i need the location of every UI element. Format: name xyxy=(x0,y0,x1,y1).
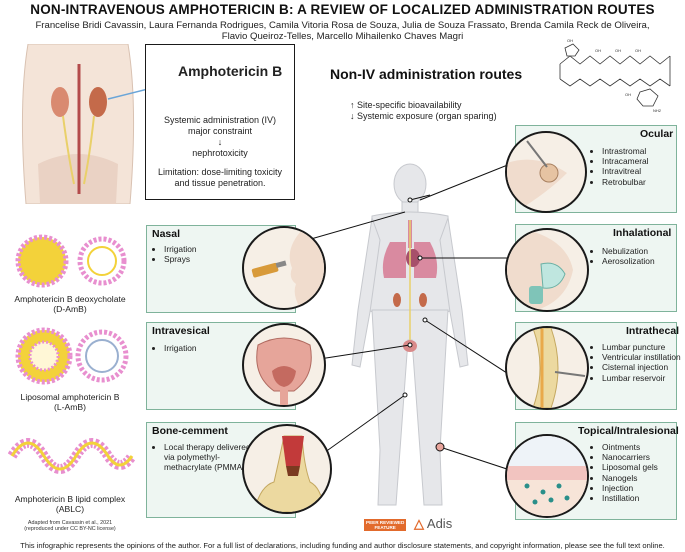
routes-title: Non-IV administration routes xyxy=(330,66,523,82)
page-title: NON-INTRAVENOUS AMPHOTERICIN B: A REVIEW… xyxy=(30,2,655,17)
bone-cement-title: Bone-cemment xyxy=(152,425,228,437)
eye-syringe-icon xyxy=(507,140,567,211)
publisher-logo: △ Adis xyxy=(414,516,452,532)
systemic-line-2: major constraint xyxy=(187,126,253,136)
topical-title: Topical/Intralesional xyxy=(578,425,679,437)
formulation-abbr: (L-AmB) xyxy=(54,402,86,412)
skin-illustration xyxy=(505,434,589,518)
kidney-icon xyxy=(51,87,107,117)
formulation-label-ablc: Amphotericin B lipid complex (ABLC) xyxy=(0,494,140,514)
list-item: Retrobulbar xyxy=(602,177,682,187)
nebulizer-mask-icon xyxy=(507,230,573,310)
limitation-line-1: Limitation: dose-limiting toxicity xyxy=(157,167,283,177)
svg-text:OH: OH xyxy=(567,38,573,43)
list-item: Ointments xyxy=(602,442,685,452)
intrathecal-title: Intrathecal xyxy=(626,325,680,337)
svg-text:OH: OH xyxy=(615,48,621,53)
svg-text:NH2: NH2 xyxy=(653,108,662,113)
svg-text:OH: OH xyxy=(595,48,601,53)
bladder-illustration xyxy=(242,323,326,407)
bladder-icon xyxy=(256,337,312,405)
formulation-label-damb: Amphotericin B deoxycholate (D-AmB) xyxy=(0,294,140,314)
list-item: Nanogels xyxy=(602,473,685,483)
list-item: Instillation xyxy=(602,493,685,503)
lipid-complex-icon xyxy=(8,438,136,474)
adapted-line-1: Adapted from Cavassin et al., 2021 xyxy=(27,520,113,526)
list-item: Intravitreal xyxy=(602,166,682,176)
nasal-title: Nasal xyxy=(152,228,181,240)
list-item: Ventricular instillation xyxy=(602,352,685,362)
list-item: Intrastromal xyxy=(602,146,682,156)
publisher-triangle-icon: △ xyxy=(414,516,424,531)
list-item: Nebulization xyxy=(602,246,685,256)
systemic-constraint: Systemic administration (IV) major const… xyxy=(146,115,294,159)
adapted-credit: Adapted from Cavassin et al., 2021 (repr… xyxy=(0,520,140,533)
inhalational-items: Nebulization Aerosolization xyxy=(590,246,685,266)
ocular-items: Intrastromal Intracameral Intravitreal R… xyxy=(590,146,682,187)
author-list: Francelise Bridi Cavassin, Laura Fernand… xyxy=(10,20,675,42)
spray-bottle-icon xyxy=(251,228,324,308)
list-item: Lumbar reservoir xyxy=(602,373,685,383)
list-item: Aerosolization xyxy=(602,256,685,266)
liposome-icon xyxy=(15,327,129,385)
list-item: Cisternal injection xyxy=(602,362,685,372)
amphotericin-card: Amphotericin B Systemic administration (… xyxy=(145,44,295,200)
badge-line-2: FEATURE xyxy=(374,525,396,530)
spine-illustration xyxy=(505,326,589,410)
formulation-name: Liposomal amphotericin B xyxy=(20,392,120,402)
list-item: Injection xyxy=(602,483,685,493)
list-item: Intracameral xyxy=(602,156,682,166)
bone-icon xyxy=(253,435,325,512)
routes-effects: ↑ Site-specific bioavailability ↓ System… xyxy=(350,100,497,122)
list-item: Irrigation xyxy=(164,244,254,254)
nephrotoxicity-text: nephrotoxicity xyxy=(192,148,248,158)
intravesical-items: Irrigation xyxy=(152,343,254,353)
systemic-line-1: Systemic administration (IV) xyxy=(163,115,277,125)
spine-syringe-icon xyxy=(532,328,586,408)
list-item: Nanocarriers xyxy=(602,452,685,462)
formulation-abbr: (D-AmB) xyxy=(53,304,87,314)
list-item: Local therapy delivered via polymethyl-m… xyxy=(164,442,252,473)
ocular-title: Ocular xyxy=(640,128,674,140)
intrathecal-items: Lumbar puncture Ventricular instillation… xyxy=(590,342,685,383)
footer-disclaimer: This infographic represents the opinions… xyxy=(20,541,665,550)
formulation-abbr: (ABLC) xyxy=(55,504,85,514)
svg-text:OH: OH xyxy=(625,92,631,97)
eye-illustration xyxy=(505,131,587,213)
bone-illustration xyxy=(242,424,332,514)
limitation-line-2: and tissue penetration. xyxy=(174,178,266,188)
bone-cement-items: Local therapy delivered via polymethyl-m… xyxy=(152,442,252,473)
molecule-structure-icon: OH OH OH OH NH2 OH xyxy=(559,38,671,113)
authors-line-2: Flavio Queiroz-Telles, Marcello Mihailen… xyxy=(221,31,464,42)
down-arrow: ↓ xyxy=(217,137,223,147)
inhalational-title: Inhalational xyxy=(613,227,672,239)
drug-name: Amphotericin B xyxy=(178,63,283,79)
peer-reviewed-badge: PEER REVIEWED FEATURE xyxy=(364,519,407,531)
nasal-items: Irrigation Sprays xyxy=(152,244,254,264)
list-item: Irrigation xyxy=(164,343,254,353)
human-body-icon xyxy=(351,163,469,506)
deoxycholate-micelle-icon xyxy=(15,234,127,288)
limitation-note: Limitation: dose-limiting toxicity and t… xyxy=(146,167,294,189)
intravesical-title: Intravesical xyxy=(152,325,210,337)
formulation-name: Amphotericin B lipid complex xyxy=(14,494,126,504)
authors-line-1: Francelise Bridi Cavassin, Laura Fernand… xyxy=(35,20,650,31)
publisher-name: Adis xyxy=(426,516,453,531)
list-item: Lumbar puncture xyxy=(602,342,685,352)
badge-line-1: PEER REVIEWED xyxy=(366,520,405,525)
bioavailability-up: ↑ Site-specific bioavailability xyxy=(350,100,462,110)
nasal-spray-illustration xyxy=(242,226,326,310)
abdomen-kidney-illustration xyxy=(21,44,148,204)
list-item: Liposomal gels xyxy=(602,462,685,472)
topical-items: Ointments Nanocarriers Liposomal gels Na… xyxy=(590,442,685,503)
formulation-name: Amphotericin B deoxycholate xyxy=(14,294,126,304)
skin-layers-icon xyxy=(507,436,587,516)
adapted-line-2: (reproduced under CC BY-NC license) xyxy=(24,526,116,533)
list-item: Sprays xyxy=(164,254,254,264)
systemic-exposure-down: ↓ Systemic exposure (organ sparing) xyxy=(350,111,497,121)
nebulizer-illustration xyxy=(505,228,589,312)
svg-text:OH: OH xyxy=(635,48,641,53)
formulation-label-lamb: Liposomal amphotericin B (L-AmB) xyxy=(0,392,140,412)
